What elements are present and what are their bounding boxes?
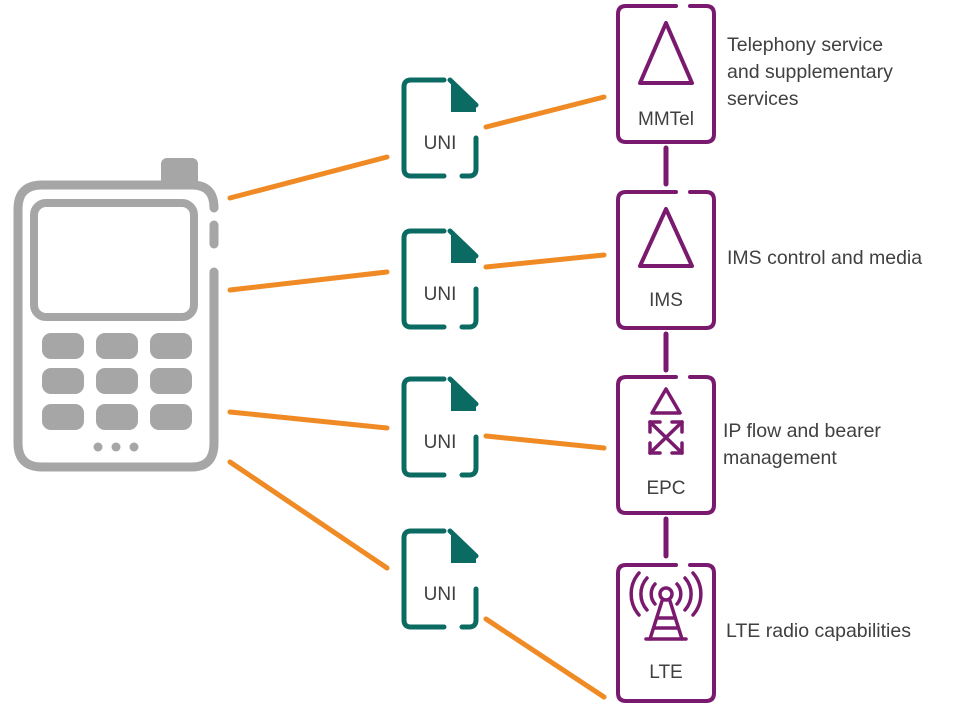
phone-connector-3: [227, 409, 390, 431]
uni-document-1: UNI: [401, 77, 479, 179]
node-connector-2: [483, 252, 607, 270]
uni-label: UNI: [424, 584, 457, 605]
node-ims: IMS: [616, 190, 716, 330]
uni-label: UNI: [424, 284, 457, 305]
description-line: management: [723, 447, 837, 469]
phone-connector-2: [227, 269, 390, 293]
phone-screen: [30, 199, 198, 321]
mobile-phone-icon: [13, 158, 219, 472]
triangle-icon: [638, 21, 694, 85]
description-mmtel: Telephony service and supplementary serv…: [727, 32, 893, 113]
phone-connector-1: [227, 154, 390, 201]
uni-document-3: UNI: [401, 376, 479, 478]
node-connector-4: [483, 616, 607, 700]
description-epc: IP flow and bearer management: [723, 418, 881, 472]
node-label: EPC: [646, 478, 685, 499]
radio-tower-icon: [629, 571, 703, 641]
node-label: MMTel: [638, 109, 694, 130]
uni-document-2: UNI: [401, 228, 479, 330]
phone-keypad: [42, 333, 192, 430]
node-connector-1: [483, 94, 607, 130]
node-label: IMS: [649, 290, 683, 311]
uni-document-4: UNI: [401, 528, 479, 630]
description-line: and supplementary: [727, 61, 893, 83]
description-line: LTE radio capabilities: [726, 620, 911, 642]
triangle-icon: [638, 207, 694, 268]
uni-label: UNI: [424, 133, 457, 154]
node-epc: EPC: [616, 375, 716, 515]
description-line: IP flow and bearer: [723, 420, 881, 442]
description-line: services: [727, 88, 799, 110]
description-ims: IMS control and media: [727, 245, 922, 272]
phone-connector-4: [227, 459, 390, 571]
node-mmtel: MMTel: [616, 4, 716, 144]
node-connector-3: [483, 433, 607, 451]
node-label: LTE: [649, 662, 682, 683]
description-line: IMS control and media: [727, 247, 923, 269]
epc-arrows-icon: [648, 387, 684, 455]
node-lte: LTE: [616, 563, 716, 703]
description-line: Telephony service: [727, 34, 884, 56]
description-lte: LTE radio capabilities: [726, 618, 911, 645]
uni-label: UNI: [424, 432, 457, 453]
